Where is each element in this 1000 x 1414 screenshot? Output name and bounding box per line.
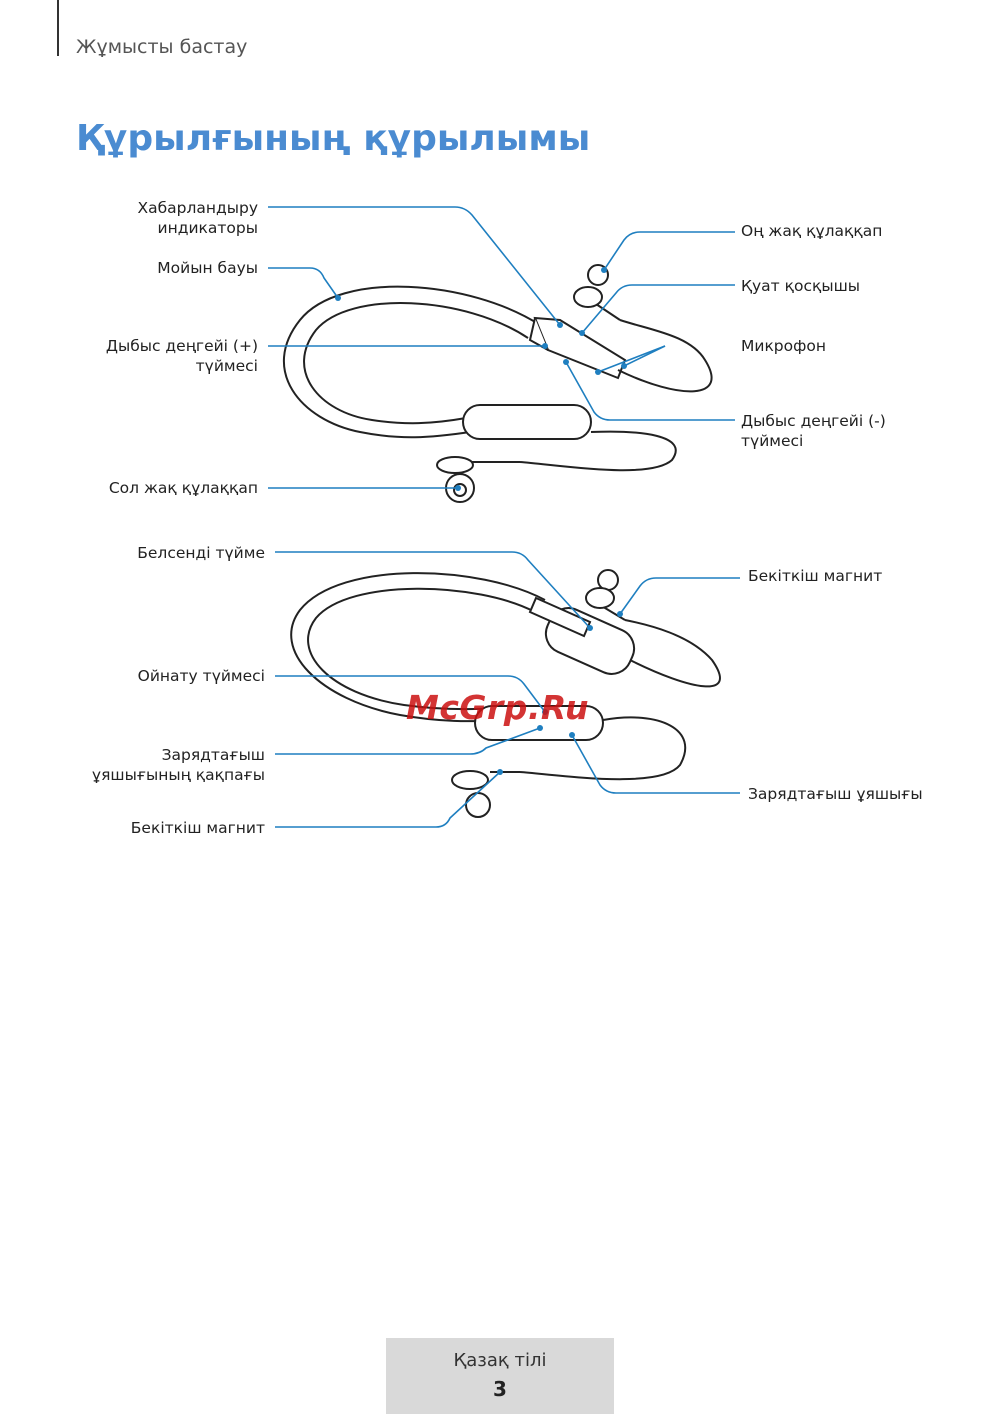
neckband-illustration-top	[282, 264, 713, 503]
label-volume-down-button: Дыбыс деңгейі (-) түймесі	[741, 412, 886, 450]
label-neckband: Мойын бауы	[157, 259, 258, 277]
section-title: Жұмысты бастау	[76, 36, 248, 58]
label-play-button: Ойнату түймесі	[137, 667, 265, 685]
label-fixing-magnet-left: Бекіткіш магнит	[130, 819, 265, 837]
leader-dots-bottom	[497, 611, 623, 775]
page-number: 3	[493, 1377, 507, 1401]
label-right-earbud: Оң жақ құлаққап	[741, 222, 883, 240]
label-fixing-magnet-right: Бекіткіш магнит	[748, 567, 883, 585]
label-volume-up-button: Дыбыс деңгейі (+) түймесі	[105, 337, 258, 375]
leader-lines-bottom	[275, 551, 740, 828]
leader-lines-top	[268, 206, 735, 489]
label-charging-port-cover: Зарядтағыш ұяшығының қақпағы	[91, 746, 265, 784]
leader-dots-top	[335, 267, 627, 491]
footer-language: Қазақ тілі	[453, 1350, 547, 1371]
page-title: Құрылғының құрылымы	[76, 118, 591, 159]
neckband-illustration-bottom	[290, 569, 721, 818]
watermark: McGrp.Ru	[406, 688, 590, 727]
label-microphone: Микрофон	[741, 337, 827, 355]
label-left-earbud: Сол жақ құлаққап	[108, 479, 258, 497]
label-charging-port: Зарядтағыш ұяшығы	[748, 785, 923, 803]
label-notification-indicator: Хабарландыру индикаторы	[137, 199, 258, 237]
label-power-switch: Қуат қосқышы	[741, 277, 861, 295]
footer: Қазақ тілі 3	[386, 1338, 614, 1414]
label-active-button: Белсенді түйме	[137, 544, 265, 562]
header-divider	[57, 0, 59, 56]
